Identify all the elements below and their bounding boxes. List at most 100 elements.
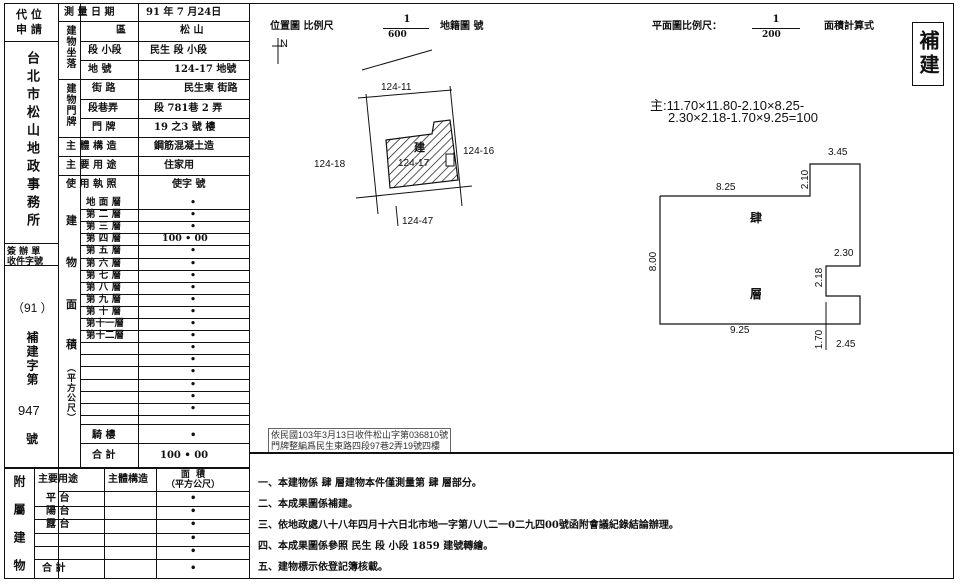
building-footprint [385, 119, 459, 189]
floor-area-value: • [190, 209, 197, 221]
office-name: 台北市松山地政事務所 [24, 51, 39, 231]
district-label: 區 [116, 25, 126, 36]
north-label: N [280, 38, 288, 50]
floor-label: 第 十 層 [86, 305, 122, 317]
main-use-value: 住家用 [164, 160, 194, 171]
case-suffix: 號 [26, 432, 39, 446]
license-value: 使字 號 [172, 179, 206, 190]
location-map-drawing [272, 38, 473, 227]
annex-use: 露 台 [46, 519, 70, 531]
door-section-label: 建物門牌 [64, 83, 75, 127]
floor-area-value: • [190, 366, 197, 378]
case-number: 947 [18, 403, 40, 418]
lot-label-124-11: 124-11 [381, 82, 412, 93]
floor-label: 地 面 層 [86, 197, 122, 208]
floor-area-value: • [190, 378, 197, 390]
dim-2-10: 2.10 [800, 169, 812, 190]
measure-date-value: 91 年 7 月24日 [146, 7, 222, 18]
lot-label-124-17: 124-17 [398, 158, 430, 169]
floor-label: 第十一層 [86, 318, 125, 329]
segment-label: 段 小段 [88, 45, 122, 56]
area-group-label-1: 建 [66, 214, 77, 227]
note-line: 五、建物標示依登記簿核載。 [258, 562, 388, 573]
lot-value: 124-17 地號 [174, 64, 237, 75]
renumbering-note: 依民國103年3月13日收件松山字第036810號 門牌整編爲民生東路四段97巷… [268, 428, 452, 454]
note-line: 二、本成果圖係補建。 [258, 499, 358, 510]
stair-value: • [190, 430, 197, 441]
area-calc-label: 面積計算式 [824, 21, 874, 32]
floor-area-value: • [190, 354, 197, 366]
case-year: （91 ） [12, 301, 53, 315]
registry-table: 代 位 申 請 測 量 日 期 91 年 7 月24日 台北市松山地政事務所 建… [4, 3, 250, 587]
lane-label: 段巷弄 [88, 103, 118, 114]
annex-total-value: • [190, 563, 197, 574]
area-group-label-3: 面 [66, 298, 77, 311]
floor-label: 第 七 層 [86, 269, 122, 281]
floor-area-value: • [190, 281, 197, 293]
annex-col-area: 面 積 （平方公尺） [166, 470, 221, 490]
lot-label-124-18: 124-18 [314, 159, 346, 170]
annex-area: • [190, 506, 197, 518]
license-label: 使 用 執 照 [66, 179, 117, 190]
floor-area-value: • [190, 257, 197, 269]
annex-col-use: 主要用途 [38, 474, 78, 485]
note-line: 四、本成果圖係參照 民生 段 小段 1859 建號轉繪。 [258, 541, 494, 552]
note-line: 一、本建物係 肆 層建物本件僅測量第 肆 層部分。 [258, 478, 482, 489]
annex-total-label: 合 計 [42, 563, 66, 574]
floor-area-value: 100 • 00 [162, 233, 208, 245]
dim-8-00: 8.00 [648, 251, 660, 272]
floor-label: 第 五 層 [86, 245, 122, 257]
annex-use: 陽 台 [46, 506, 70, 518]
floor-area-value: • [190, 318, 197, 329]
stair-label: 騎 樓 [92, 430, 116, 441]
floor-label: 第 六 層 [86, 257, 122, 269]
lot-label: 地 號 [88, 64, 112, 75]
floor-area-value: • [190, 221, 197, 233]
floor-char-1: 肆 [750, 211, 763, 225]
main-use-label: 主 要 用 途 [66, 160, 117, 171]
location-section-label: 建物坐落 [64, 25, 75, 69]
segment-value: 民生 段 小段 [150, 45, 207, 56]
dim-2-30: 2.30 [834, 248, 854, 259]
plan-scale-label: 平面圖比例尺： [652, 21, 722, 32]
floor-label: 第十二層 [86, 330, 125, 342]
door-value: 19 之3 號 樓 [154, 122, 216, 133]
land-map-label: 地籍圖 號 [440, 21, 484, 32]
document-frame [4, 3, 954, 579]
annex-col-struct: 主體構造 [108, 474, 148, 485]
case-prefix: 補建字第 [25, 331, 39, 387]
floor-char-2: 層 [750, 287, 763, 301]
applicant-label: 代 位 申 請 [16, 8, 42, 36]
annex-area: • [190, 519, 197, 531]
renumbering-note-line-1: 依民國103年3月13日收件松山字第036810號 [271, 430, 449, 440]
floor-area-value: • [190, 330, 197, 342]
floor-label: 第 八 層 [86, 281, 122, 293]
dim-2-45: 2.45 [836, 339, 856, 350]
floor-area-value: • [190, 197, 197, 208]
dim-8-25: 8.25 [716, 182, 736, 193]
floor-area-value: • [190, 305, 197, 317]
approval-label: 簽 辦 單 收件字號 [7, 247, 44, 267]
main-structure-value: 鋼筋混凝土造 [154, 141, 214, 152]
annex-area: • [190, 545, 197, 557]
area-group-label-2: 物 [66, 256, 77, 269]
floor-area-value: • [190, 402, 197, 414]
plan-scale-num: 1 [772, 14, 780, 25]
dim-2-18: 2.18 [814, 267, 826, 288]
supplement-stamp: 補建 [912, 22, 944, 86]
street-label: 街 路 [92, 83, 116, 94]
annex-group-label: 附屬建物 [12, 475, 26, 587]
floor-area-value: • [190, 293, 197, 305]
building-mark: 建 [414, 141, 425, 154]
floor-label: 第 四 層 [86, 233, 122, 245]
area-unit-label: （平方公尺） [65, 363, 75, 423]
annex-area: • [190, 493, 197, 504]
dim-3-45: 3.45 [828, 147, 848, 158]
floor-label: 第 九 層 [86, 293, 122, 305]
main-structure-label: 主 體 構 造 [66, 141, 117, 152]
formula-line-2: 2.30×2.18-1.70×9.25=100 [668, 110, 819, 125]
district-value: 松 山 [180, 25, 204, 36]
annex-use: 平 台 [46, 493, 70, 504]
lot-label-124-16: 124-16 [463, 146, 495, 157]
note-line: 三、依地政處八十八年四月十六日北市地一字第八八二一0二九四00號函附會議紀錄結論… [258, 520, 679, 531]
